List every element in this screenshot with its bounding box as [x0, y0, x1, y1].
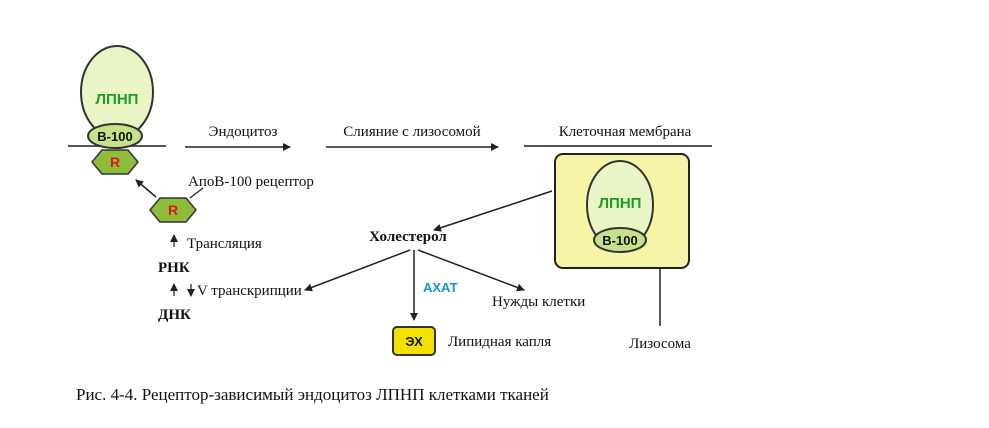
- lysosome-ldl-label: ЛПНП: [599, 195, 642, 212]
- lysosome-apob-label: B-100: [602, 233, 637, 248]
- label-acat: АХАТ: [423, 280, 458, 295]
- receptor-label-free: R: [168, 202, 178, 218]
- receptor-hexagon-membrane: [91, 149, 139, 175]
- label-ec: ЭХ: [405, 334, 423, 349]
- arrow-lysosome-to-cholesterol: [433, 190, 553, 232]
- lysosome-apob-ellipse: [593, 227, 647, 253]
- ldl-particle-left: ЛПНП B-100 R: [80, 45, 154, 175]
- arrow-to-cell-needs: [417, 249, 525, 292]
- label-transcription: V транскрипции: [197, 283, 302, 299]
- receptor-hexagon-free: [149, 197, 197, 223]
- lysosome: ЛПНП B-100: [554, 153, 690, 269]
- receptor-label-membrane: R: [110, 154, 120, 170]
- apob-ellipse: [87, 123, 143, 149]
- figure-caption: Рис. 4-4. Рецептор-зависимый эндоцитоз Л…: [76, 385, 549, 404]
- ec-box: [392, 326, 436, 356]
- label-cholesterol: Холестерол: [369, 229, 447, 245]
- arrow-to-transcription: [304, 249, 411, 292]
- label-receptor-name: АпоВ-100 рецептор: [188, 174, 314, 190]
- ldl-label: ЛПНП: [96, 91, 139, 108]
- label-lipid-droplet: Липидная капля: [448, 334, 551, 350]
- label-lysosome-fusion: Слияние с лизосомой: [343, 124, 480, 140]
- label-rna: РНК: [158, 260, 190, 276]
- label-dna: ДНК: [158, 307, 191, 323]
- apob-label: B-100: [97, 129, 132, 144]
- label-cell-membrane: Клеточная мембрана: [559, 124, 692, 140]
- label-translation: Трансляция: [187, 236, 262, 252]
- receptor-pointer-line: [189, 187, 204, 199]
- label-cell-needs: Нужды клетки: [492, 294, 585, 310]
- label-endocytosis: Эндоцитоз: [209, 124, 278, 140]
- arrow-receptor-to-membrane: [135, 179, 157, 198]
- label-lysosome: Лизосома: [629, 336, 691, 352]
